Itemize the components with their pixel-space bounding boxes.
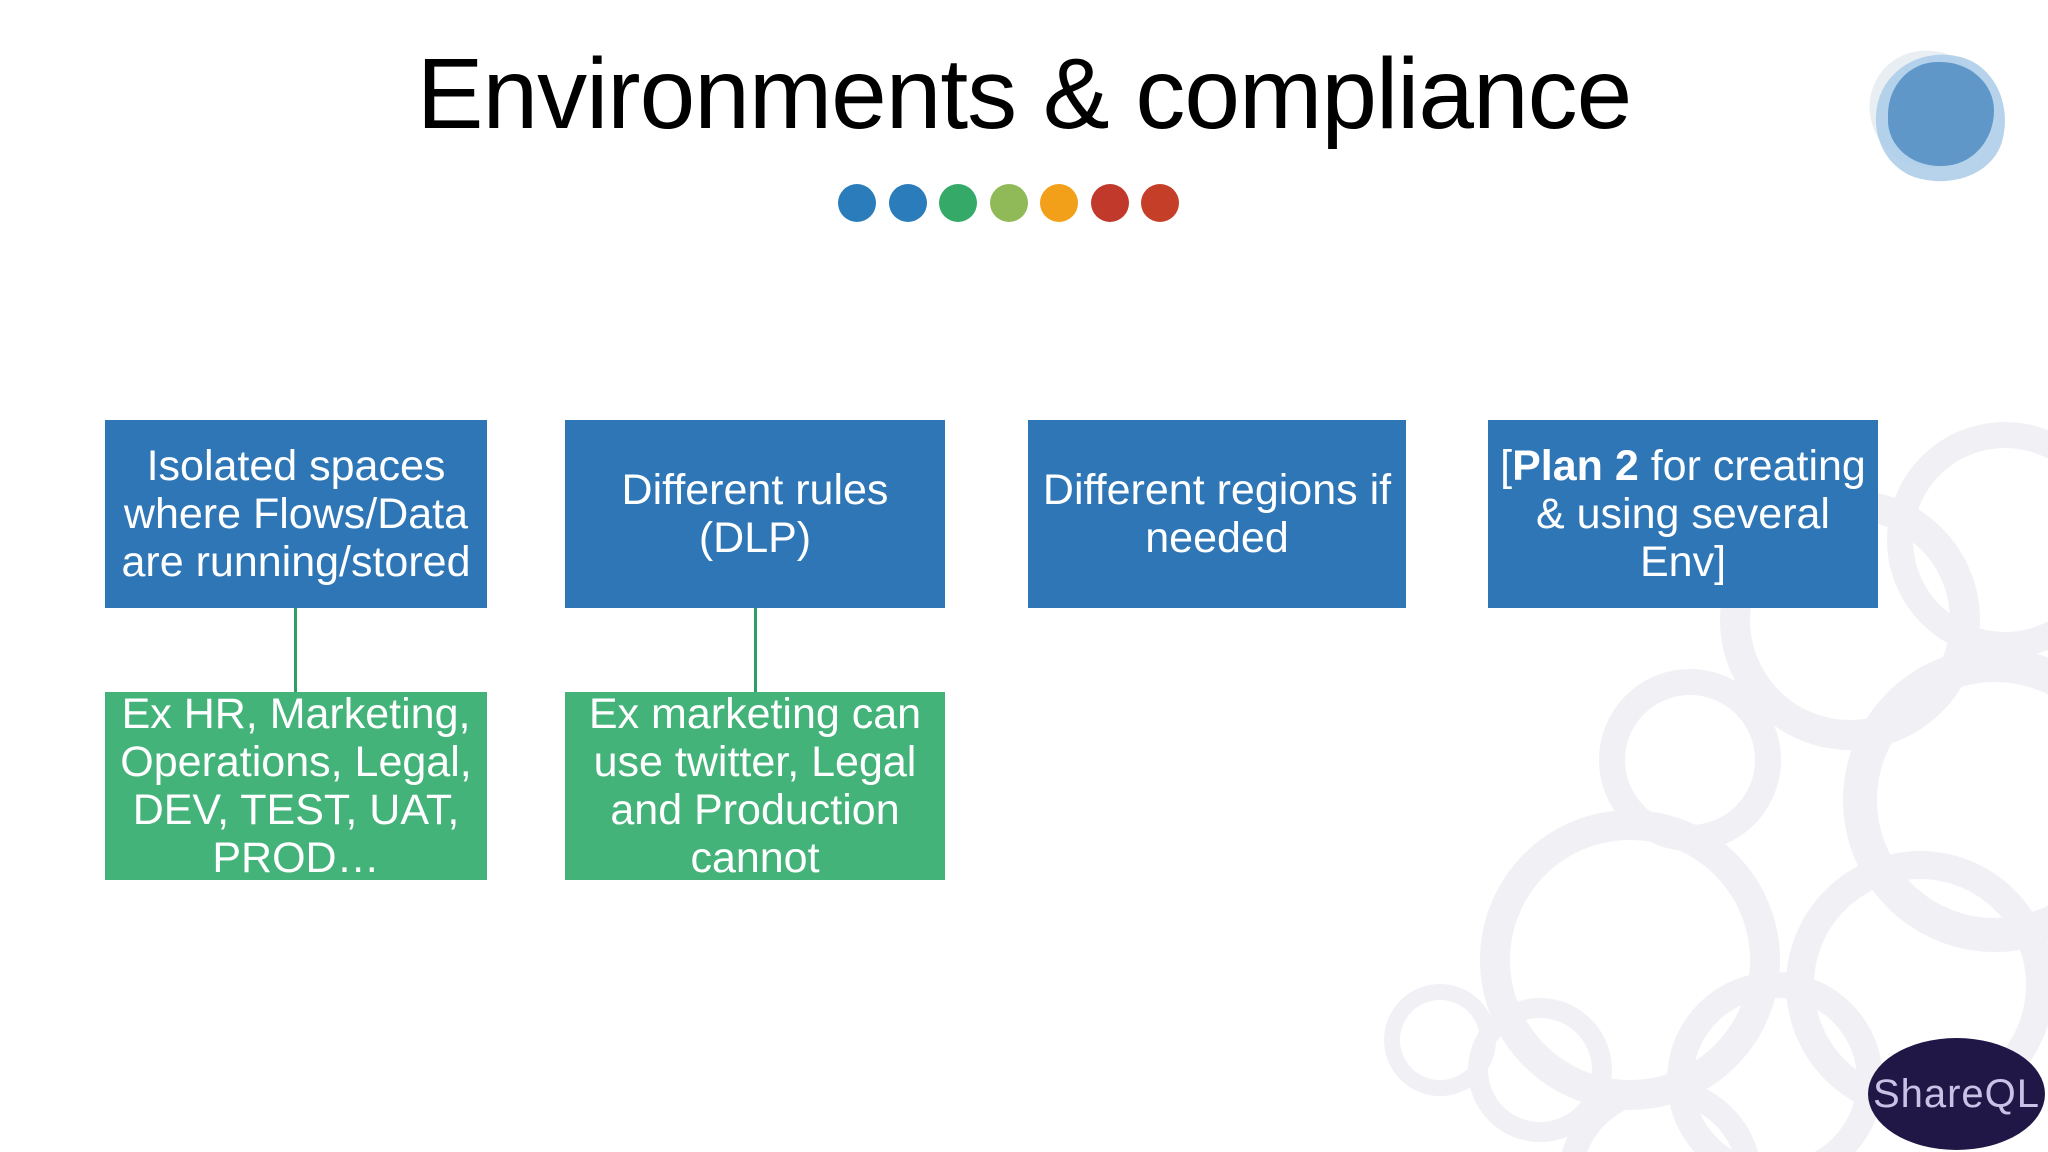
dot-7-icon	[1141, 184, 1179, 222]
blue-box-plan-2: [Plan 2 for creating & using several Env…	[1488, 420, 1878, 608]
dot-1-icon	[838, 184, 876, 222]
box-text: Ex HR, Marketing, Operations, Legal, DEV…	[120, 690, 472, 882]
box-text: [Plan 2 for creating & using several Env…	[1500, 442, 1866, 586]
green-box-dlp-examples: Ex marketing can use twitter, Legal and …	[565, 690, 945, 882]
box-text: Different rules (DLP)	[621, 466, 889, 562]
connector-line-2	[754, 608, 757, 692]
blue-box-different-regions: Different regions if needed	[1028, 420, 1406, 608]
box-text: Ex marketing can use twitter, Legal and …	[588, 690, 922, 882]
dot-5-icon	[1040, 184, 1078, 222]
title-accent-dots	[838, 184, 1179, 222]
box-text: Different regions if needed	[1042, 466, 1392, 562]
plan-2-bold-text: Plan 2	[1512, 442, 1639, 490]
dot-3-icon	[939, 184, 977, 222]
background-rings-decoration	[1384, 422, 2048, 1152]
green-box-environment-examples: Ex HR, Marketing, Operations, Legal, DEV…	[105, 690, 487, 882]
blob-inner-shape	[1888, 62, 1994, 166]
shareql-logo: ShareQL	[1868, 1038, 2045, 1150]
dot-4-icon	[989, 184, 1028, 222]
brand-blob-decoration	[1859, 38, 2020, 196]
connector-line-1	[294, 608, 297, 692]
logo-text: ShareQL	[1872, 1071, 2041, 1116]
blue-box-different-rules: Different rules (DLP)	[565, 420, 945, 608]
blue-box-isolated-spaces: Isolated spaces where Flows/Data are run…	[105, 420, 487, 608]
dot-2-icon	[888, 184, 927, 222]
slide-title: Environments & compliance	[416, 38, 1632, 150]
dot-6-icon	[1090, 184, 1129, 222]
box-text: Isolated spaces where Flows/Data are run…	[121, 442, 471, 586]
